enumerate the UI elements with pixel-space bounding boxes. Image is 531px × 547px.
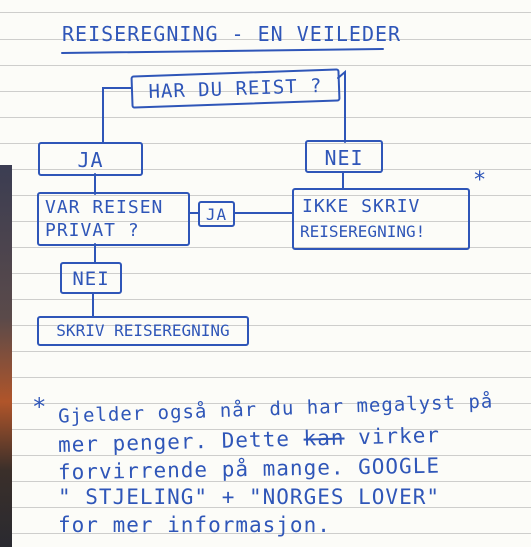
ja-mid-label: JA [205,205,228,224]
asterisk-mark: * [473,168,488,193]
connector-question-to-nei [337,69,346,143]
footnote-marker: * [32,393,48,421]
footnote-struck-word: kan [303,425,345,451]
privat-label-line2: PRIVAT ? [45,220,140,241]
question-box-var-reisen-privat: VAR REISEN PRIVAT ? [37,192,190,246]
background-photo-edge [0,165,12,547]
answer-box-ja-top: JA [38,142,143,176]
ja-top-label: JA [77,148,104,172]
privat-label-line1: VAR REISEN [45,197,164,218]
answer-box-nei-top: NEI [305,140,383,173]
footnote-line-5: for mer informasjon. [58,513,331,537]
nei-bottom-label: NEI [72,268,110,290]
nei-top-label: NEI [324,146,364,170]
ikke-skriv-line1: IKKE SKRIV [302,196,421,217]
result-box-skriv-reiseregning: SKRIV REISEREGNING [37,316,249,346]
question-label: HAR DU REIST ? [148,74,323,104]
footnote-line-2b: virker [357,423,441,450]
connector-question-to-ja [102,87,132,143]
skriv-reiseregning-label: SKRIV REISEREGNING [56,321,230,340]
title-underline [61,48,384,54]
footnote-line-4: " STJELING" + "NORGES LOVER" [58,485,441,509]
answer-box-nei-bottom: NEI [60,262,122,294]
page-title: REISEREGNING - EN VEILEDER [62,22,402,46]
answer-box-ja-mid: JA [198,201,235,227]
ikke-skriv-line2: REISEREGNING! [300,222,426,241]
result-box-ikke-skriv: IKKE SKRIV REISEREGNING! [292,188,470,250]
